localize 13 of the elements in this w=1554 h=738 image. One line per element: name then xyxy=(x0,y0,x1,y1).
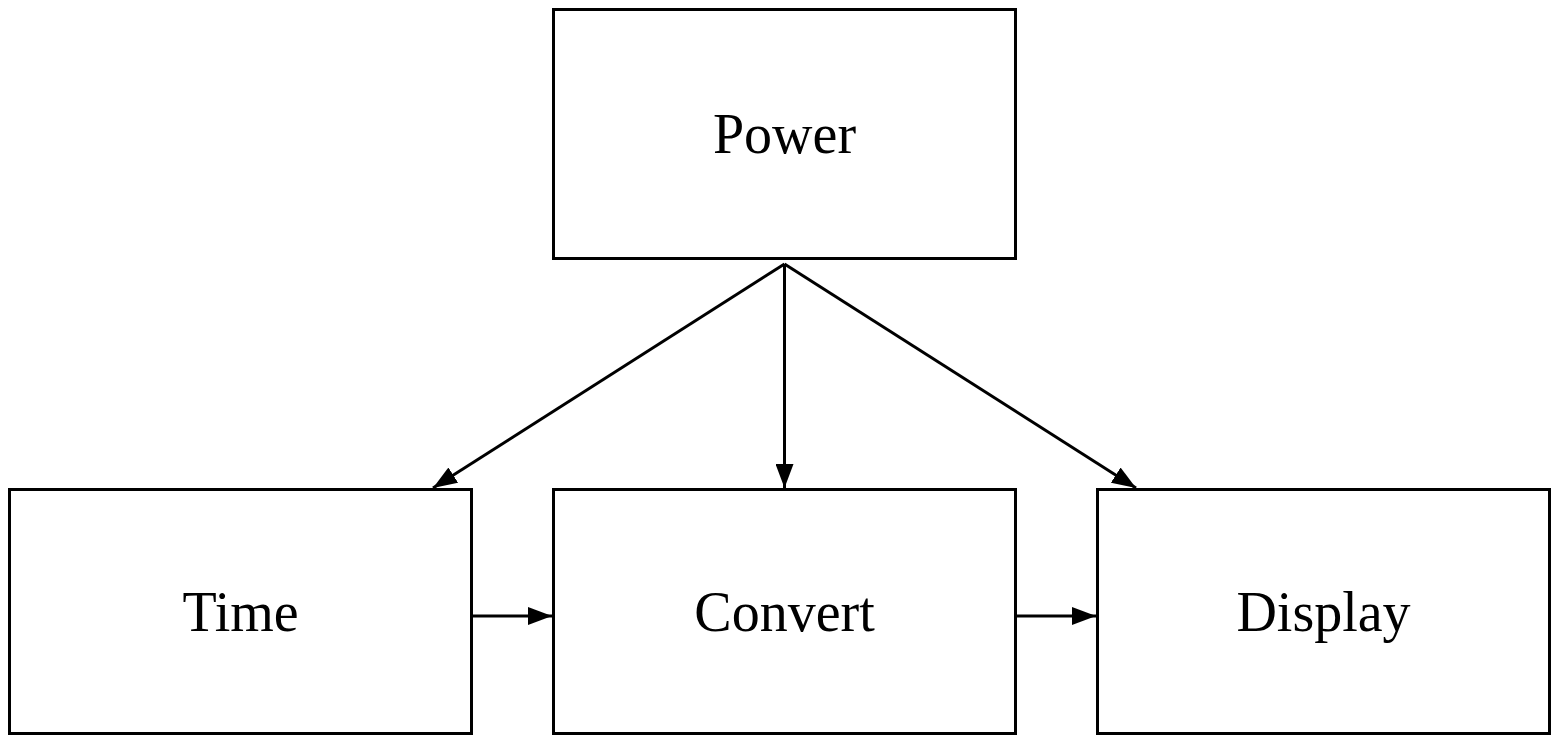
box-label: Power xyxy=(712,102,857,166)
process-box xyxy=(1096,488,1551,735)
process-box xyxy=(552,488,1017,735)
arrow xyxy=(783,262,1137,490)
arrow xyxy=(1017,607,1096,625)
arrow xyxy=(432,262,786,490)
arrow xyxy=(775,264,794,488)
box-label: Display xyxy=(1236,579,1411,644)
box-label: Time xyxy=(182,579,299,644)
process-box xyxy=(552,8,1017,260)
arrow xyxy=(473,607,552,625)
box-label: Convert xyxy=(694,579,875,644)
process-box xyxy=(8,488,473,735)
